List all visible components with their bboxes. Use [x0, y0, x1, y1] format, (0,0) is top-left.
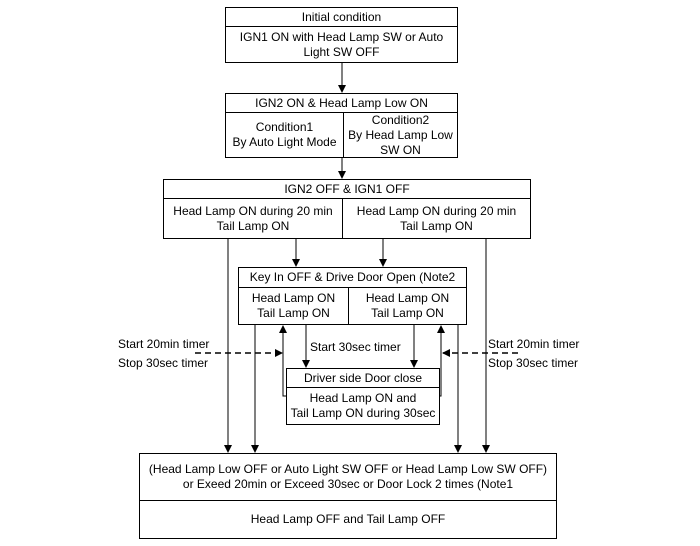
ign-off-right-text: Head Lamp ON during 20 min Tail Lamp ON — [356, 203, 517, 233]
key-in-off-left-text: Head Lamp ON Tail Lamp ON — [251, 291, 336, 320]
right-start-timer-label: Start 20min timer — [488, 337, 580, 351]
final-condition-text: (Head Lamp Low OFF or Auto Light SW OFF … — [148, 462, 548, 491]
divider — [348, 287, 349, 324]
condition2-text: Condition2 By Head Lamp Low SW ON — [348, 112, 453, 157]
right-stop-timer-label: Stop 30sec timer — [488, 356, 579, 370]
initial-condition-title: Initial condition — [301, 9, 382, 24]
divider — [342, 198, 343, 238]
left-stop-timer-label: Stop 30sec timer — [118, 356, 209, 370]
key-in-off-box: Key In OFF & Drive Door Open (Note2 Head… — [238, 267, 467, 325]
divider — [164, 198, 530, 199]
final-box: (Head Lamp Low OFF or Auto Light SW OFF … — [139, 453, 557, 539]
left-start-timer-label: Start 20min timer — [118, 337, 210, 351]
ign-off-left-text: Head Lamp ON during 20 min Tail Lamp ON — [173, 203, 333, 233]
door-close-box: Driver side Door close Head Lamp ON and … — [286, 368, 440, 425]
divider — [343, 112, 344, 157]
initial-condition-body: IGN1 ON with Head Lamp SW or Auto Light … — [239, 29, 444, 59]
final-result-text: Head Lamp OFF and Tail Lamp OFF — [250, 512, 446, 526]
divider — [226, 112, 457, 113]
divider — [140, 500, 556, 501]
key-in-off-right-text: Head Lamp ON Tail Lamp ON — [365, 291, 450, 320]
ign-off-box: IGN2 OFF & IGN1 OFF Head Lamp ON during … — [163, 179, 531, 239]
start-30sec-timer-label: Start 30sec timer — [310, 340, 401, 354]
ign-off-title: IGN2 OFF & IGN1 OFF — [284, 181, 410, 196]
arrow-doorclose-return-left — [279, 325, 287, 397]
divider — [287, 387, 439, 388]
ign2-on-title: IGN2 ON & Head Lamp Low ON — [255, 95, 428, 110]
arrow-doorclose-return-right — [437, 325, 445, 397]
door-close-title: Driver side Door close — [303, 370, 423, 385]
divider — [239, 287, 466, 288]
divider — [226, 26, 457, 27]
key-in-off-title: Key In OFF & Drive Door Open (Note2 — [249, 270, 456, 284]
condition1-text: Condition1 By Auto Light Mode — [232, 120, 337, 149]
ign2-on-box: IGN2 ON & Head Lamp Low ON Condition1 By… — [225, 93, 458, 158]
initial-condition-box: Initial condition IGN1 ON with Head Lamp… — [225, 7, 458, 63]
door-close-body: Head Lamp ON and Tail Lamp ON during 30s… — [290, 391, 436, 420]
